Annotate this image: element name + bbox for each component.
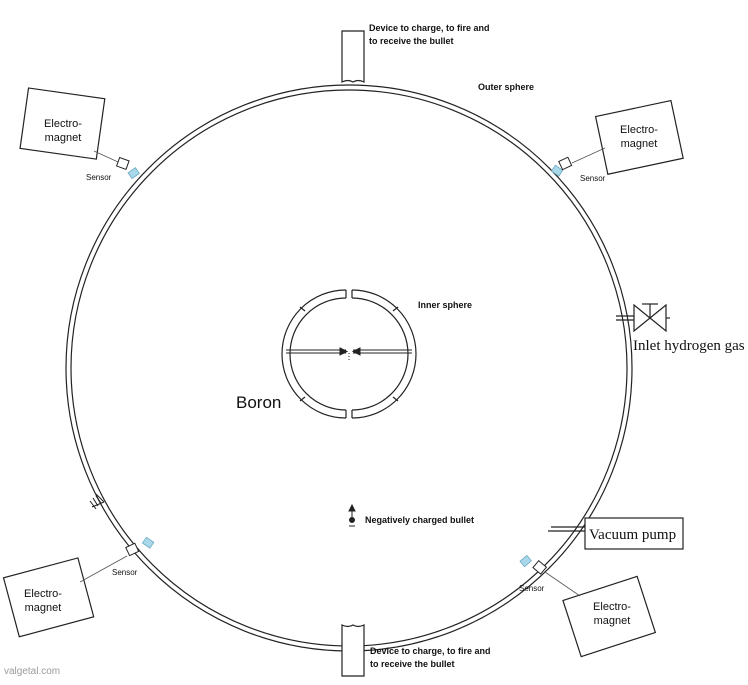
sensor-windows xyxy=(127,164,564,568)
inner-sphere xyxy=(281,289,417,419)
outer-sphere-label: Outer sphere xyxy=(478,82,534,92)
electromagnet-bottom-right: Electro- magnet Sensor xyxy=(519,560,657,658)
electromagnet-label: magnet xyxy=(621,138,658,150)
electromagnet-label: Electro- xyxy=(620,124,658,136)
top-firing-device xyxy=(341,30,365,83)
ground-symbol xyxy=(89,493,105,510)
sensor-label: Sensor xyxy=(580,174,606,183)
inlet-label: Inlet hydrogen gas xyxy=(633,338,745,354)
sensor-label: Sensor xyxy=(112,568,138,577)
electromagnet-top-right: Electro- magnet Sensor xyxy=(558,99,684,183)
bottom-firing-device xyxy=(341,624,365,677)
bullet xyxy=(348,503,356,527)
boron-label: Boron xyxy=(236,393,281,412)
electromagnet-label: Electro- xyxy=(44,118,82,130)
inner-sphere-label: Inner sphere xyxy=(418,300,472,310)
inner-rods xyxy=(286,347,412,362)
top-device-label: to receive the bullet xyxy=(369,36,454,46)
top-device-label: Device to charge, to fire and xyxy=(369,23,490,33)
electromagnet-label: magnet xyxy=(45,132,82,144)
watermark: valgetal.com xyxy=(4,666,60,677)
vacuum-pump-label: Vacuum pump xyxy=(589,527,676,543)
outer-sphere xyxy=(65,84,633,652)
sensor-label: Sensor xyxy=(519,584,545,593)
inlet-valve xyxy=(616,303,670,333)
electromagnet-top-left: Electro- magnet Sensor xyxy=(19,87,130,182)
electromagnet-bottom-left: Electro- magnet Sensor xyxy=(2,542,140,638)
electromagnet-label: Electro- xyxy=(24,588,62,600)
vacuum-pump xyxy=(548,517,684,550)
electromagnet-label: magnet xyxy=(594,615,631,627)
electromagnet-label: Electro- xyxy=(593,601,631,613)
bullet-label: Negatively charged bullet xyxy=(365,515,474,525)
bottom-device-label: to receive the bullet xyxy=(370,659,455,669)
bottom-device-label: Device to charge, to fire and xyxy=(370,646,491,656)
sensor-label: Sensor xyxy=(86,173,112,182)
electromagnet-label: magnet xyxy=(25,602,62,614)
